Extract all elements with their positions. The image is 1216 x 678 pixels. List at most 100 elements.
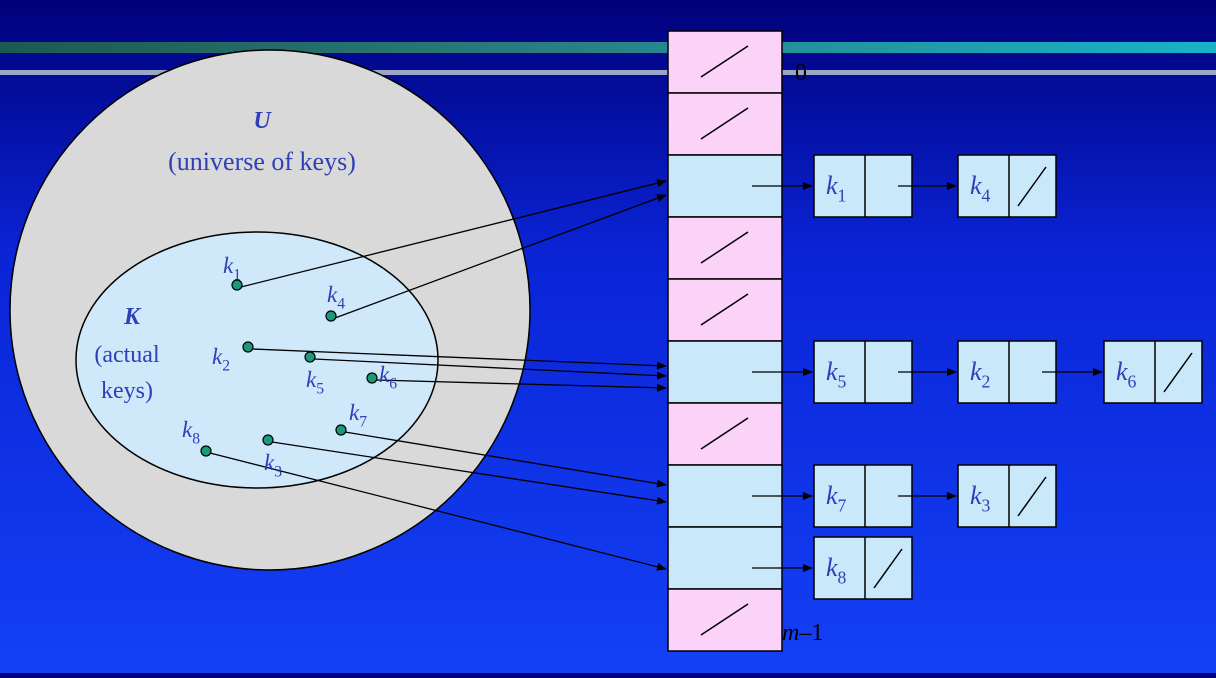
node-key-k1-letter: k	[826, 171, 838, 200]
node-key-k1: k1	[826, 171, 846, 205]
key-label-k5-letter: k	[306, 367, 317, 392]
chain-node-k6: k6	[1103, 340, 1203, 404]
table-last-index-label: m–1	[782, 620, 823, 646]
node-key-k7-subscript: 7	[838, 495, 847, 515]
actual-keys-symbol: K	[123, 304, 142, 330]
key-label-k7-subscript: 7	[359, 413, 367, 430]
key-label-k4: k4	[327, 282, 345, 312]
chain-node-k4: k4	[957, 154, 1057, 218]
nil-slash-0	[700, 45, 749, 78]
nil-slash-1	[700, 107, 749, 140]
node-box-k4	[957, 154, 1057, 218]
key-label-k6-subscript: 6	[389, 375, 397, 392]
node-box-k6	[1103, 340, 1203, 404]
key-label-k7: k7	[349, 400, 367, 430]
key-dot-k5	[304, 351, 316, 363]
chain-node-k8: k8	[813, 536, 913, 600]
table-slot-8	[667, 526, 783, 590]
chain-node-k7: k7	[813, 464, 957, 528]
node-key-k4-subscript: 4	[982, 185, 991, 205]
nil-next-k8	[873, 548, 903, 589]
node-key-k5: k5	[826, 357, 847, 391]
key-label-k1-letter: k	[223, 253, 234, 278]
nil-next-k6	[1163, 352, 1193, 393]
node-key-k2-letter: k	[970, 357, 982, 386]
node-key-k4: k4	[970, 171, 991, 205]
universe-symbol: U	[253, 108, 272, 134]
chain-node-k2: k2	[957, 340, 1103, 404]
actual-keys-caption-line2: keys)	[101, 378, 153, 404]
node-key-k1-subscript: 1	[838, 185, 847, 205]
node-key-k5-subscript: 5	[838, 371, 847, 391]
nil-next-k4	[1017, 166, 1047, 207]
node-key-k4-letter: k	[970, 171, 982, 200]
node-key-k6-subscript: 6	[1128, 371, 1137, 391]
pointer-k6	[375, 379, 667, 392]
key-label-k2: k2	[212, 344, 230, 374]
nil-slash-9	[700, 603, 749, 636]
last-index-rest: –1	[798, 620, 823, 646]
pointer-k2	[251, 348, 667, 370]
key-label-k1-subscript: 1	[233, 266, 241, 283]
node-key-k8-letter: k	[826, 553, 838, 582]
node-key-k8: k8	[826, 553, 847, 587]
nil-slash-6	[700, 417, 749, 450]
key-label-k3-subscript: 3	[274, 463, 282, 480]
chain-node-k5: k5	[813, 340, 957, 404]
node-box-k1	[813, 154, 913, 218]
key-dot-k6	[366, 372, 378, 384]
key-hash-pointers	[209, 179, 667, 571]
key-label-k3-letter: k	[264, 450, 275, 475]
key-label-k2-subscript: 2	[222, 357, 230, 374]
pointer-k8	[209, 452, 667, 571]
hash-table	[667, 30, 783, 652]
node-key-k3-subscript: 3	[982, 495, 991, 515]
key-label-k5-subscript: 5	[316, 380, 324, 397]
header-stripe-grey	[0, 70, 1216, 75]
key-label-k7-letter: k	[349, 400, 360, 425]
key-label-k1: k1	[223, 253, 241, 283]
node-box-k7	[813, 464, 913, 528]
actual-keys-set	[75, 231, 439, 489]
key-dot-k8	[200, 445, 212, 457]
key-label-k6-letter: k	[379, 362, 390, 387]
key-label-k3: k3	[264, 450, 282, 480]
key-label-k2-letter: k	[212, 344, 223, 369]
pointer-k5	[313, 358, 667, 380]
key-dot-k7	[335, 424, 347, 436]
chain-node-k1: k1	[813, 154, 957, 218]
universe-caption: (universe of keys)	[168, 147, 356, 176]
key-label-k8: k8	[182, 417, 200, 447]
last-index-m: m	[782, 620, 799, 646]
node-key-k7-letter: k	[826, 481, 838, 510]
key-dot-k4	[325, 310, 337, 322]
pointer-k3	[271, 441, 667, 505]
nil-next-k3	[1017, 476, 1047, 517]
key-label-k5: k5	[306, 367, 324, 397]
actual-keys-caption-line1: (actual	[94, 342, 160, 368]
pointer-k1	[240, 179, 667, 288]
key-label-k4-subscript: 4	[337, 295, 345, 312]
node-key-k6-letter: k	[1116, 357, 1128, 386]
node-key-k6: k6	[1116, 357, 1137, 391]
nil-slash-4	[700, 293, 749, 326]
node-key-k3-letter: k	[970, 481, 982, 510]
node-key-k5-letter: k	[826, 357, 838, 386]
node-key-k2-subscript: 2	[982, 371, 991, 391]
key-label-k8-subscript: 8	[192, 430, 200, 447]
table-first-index-label: 0	[795, 60, 807, 86]
chain-node-k3: k3	[957, 464, 1057, 528]
header-stripe-teal	[0, 42, 1216, 53]
node-key-k8-subscript: 8	[838, 567, 847, 587]
key-dot-k2	[242, 341, 254, 353]
node-box-k3	[957, 464, 1057, 528]
key-dot-k3	[262, 434, 274, 446]
key-label-k8-letter: k	[182, 417, 193, 442]
nil-slash-3	[700, 231, 749, 264]
pointer-k4	[334, 194, 667, 319]
key-label-k4-letter: k	[327, 282, 338, 307]
node-box-k8	[813, 536, 913, 600]
